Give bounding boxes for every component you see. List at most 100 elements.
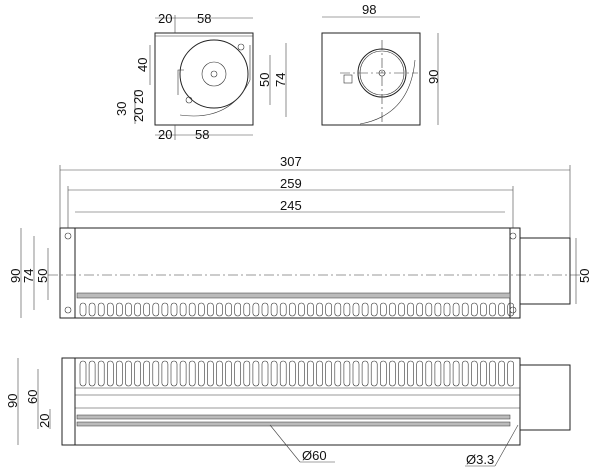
slat [161,302,169,317]
dim-front-bottom-58: 58 [195,127,209,142]
slat [97,360,105,387]
slat [143,360,150,387]
slat [279,360,287,387]
dim-motor-50: 50 [577,269,592,283]
slat [425,360,433,387]
slat [179,302,187,317]
slat [234,302,241,317]
dim-front-top-20: 20 [158,11,172,26]
slat [216,360,223,387]
slat [270,360,278,387]
slat [307,360,314,387]
slat [343,302,351,317]
dim-top-259: 259 [280,176,302,191]
slat [243,302,251,317]
slat [343,360,351,387]
dim-rear-90: 90 [426,70,441,84]
slat [470,360,478,387]
bottom-view: 90 60 20 Ø60 Ø3.3 [5,357,571,467]
slat [398,360,405,387]
dim-top-90: 90 [8,269,23,283]
slat [152,360,160,387]
slat [334,302,342,317]
slat [461,302,469,317]
slat [188,360,196,387]
slat [407,360,414,387]
slat [352,360,360,387]
slat [443,360,451,387]
slat [288,360,296,387]
slat [134,360,141,387]
slat [407,302,414,317]
slat [307,302,314,317]
dim-front-30: 30 [114,102,129,116]
slat [480,302,487,317]
slat [434,360,442,387]
slat [389,360,396,387]
dim-front-20b: 20 [131,108,146,122]
dim-front-40: 40 [135,58,150,72]
slat [379,360,387,387]
slat [97,302,105,317]
slat [398,302,405,317]
slat [361,302,369,317]
slat [370,360,378,387]
slat [79,360,87,387]
slat [79,302,87,317]
slat [361,360,369,387]
slat [416,302,424,317]
slat [461,360,469,387]
slat [134,302,141,317]
dim-impeller-dia: Ø60 [302,448,327,463]
slat [279,302,287,317]
slat [489,360,496,387]
front-view: 20 58 20 58 40 30 20 20 50 74 [114,11,288,142]
slat [489,302,496,317]
slat [452,360,460,387]
slat [125,360,132,387]
slat [261,302,269,317]
dim-front-50: 50 [257,73,272,87]
top-view: 307 259 245 90 74 50 50 [8,154,592,319]
slat [198,360,205,387]
slat [125,302,132,317]
slat [416,360,424,387]
dim-front-top-58: 58 [197,11,211,26]
slat [88,360,96,387]
slat [107,302,114,317]
slat [288,302,296,317]
slat [252,360,260,387]
slat [470,302,478,317]
slat [325,302,333,317]
slat [243,360,251,387]
dim-top-307: 307 [280,154,302,169]
dim-bottom-20: 20 [37,414,52,428]
slat [434,302,442,317]
slat [179,360,187,387]
slat [498,360,505,387]
slat [370,302,378,317]
slat [389,302,396,317]
slat [216,302,223,317]
slat [261,360,269,387]
slat [270,302,278,317]
slat [480,360,487,387]
dim-bottom-90: 90 [5,394,20,408]
slat [298,360,305,387]
slat [352,302,360,317]
slat [116,302,123,317]
dim-top-50: 50 [35,269,50,283]
outlet-slats [79,302,515,317]
slat [225,360,232,387]
impeller-circle [179,39,249,109]
slat [161,360,169,387]
slat [188,302,196,317]
slat [507,360,515,387]
slat [316,360,323,387]
slat [234,360,241,387]
dim-top-245: 245 [280,198,302,213]
slat [452,302,460,317]
slat [298,302,305,317]
dim-top-74: 74 [21,269,36,283]
inlet-slats [79,360,515,387]
